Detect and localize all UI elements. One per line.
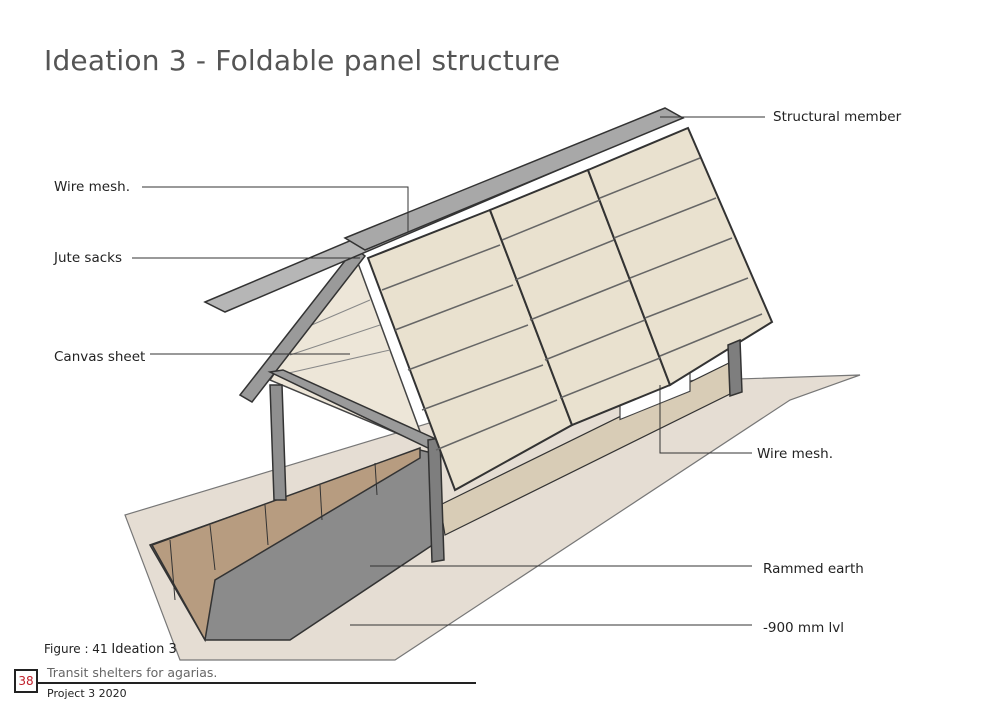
footer-subtitle: Transit shelters for agarias. xyxy=(47,665,218,680)
page-number: 38 xyxy=(14,669,38,693)
back-post xyxy=(727,338,743,398)
roof-panel xyxy=(586,126,774,387)
roof-panels xyxy=(366,126,774,492)
leader-wire-mesh-right xyxy=(659,385,752,454)
footer-project: Project 3 2020 xyxy=(47,687,127,700)
ridge-top xyxy=(343,107,685,251)
label-rammed-earth: Rammed earth xyxy=(763,561,864,577)
figure-number: Figure : 41 xyxy=(44,642,108,656)
page-title: Ideation 3 - Foldable panel structure xyxy=(44,44,561,77)
left-rafter xyxy=(238,246,367,403)
label-canvas-sheet: Canvas sheet xyxy=(54,349,146,365)
label-jute-sacks: Jute sacks xyxy=(54,250,123,266)
figure-name: Ideation 3 xyxy=(111,642,177,657)
label-wire-mesh-right: Wire mesh. xyxy=(757,446,833,462)
label-structural-member: Structural member xyxy=(773,109,902,125)
leader-lines xyxy=(132,116,765,626)
label-wire-mesh-left: Wire mesh. xyxy=(54,179,130,195)
leader-wire-mesh-left xyxy=(142,186,409,232)
footer-rule xyxy=(14,682,476,684)
figure-caption: Figure : 41 Ideation 3 xyxy=(44,642,177,657)
left-post xyxy=(269,384,287,501)
label-level: -900 mm lvl xyxy=(763,620,845,636)
